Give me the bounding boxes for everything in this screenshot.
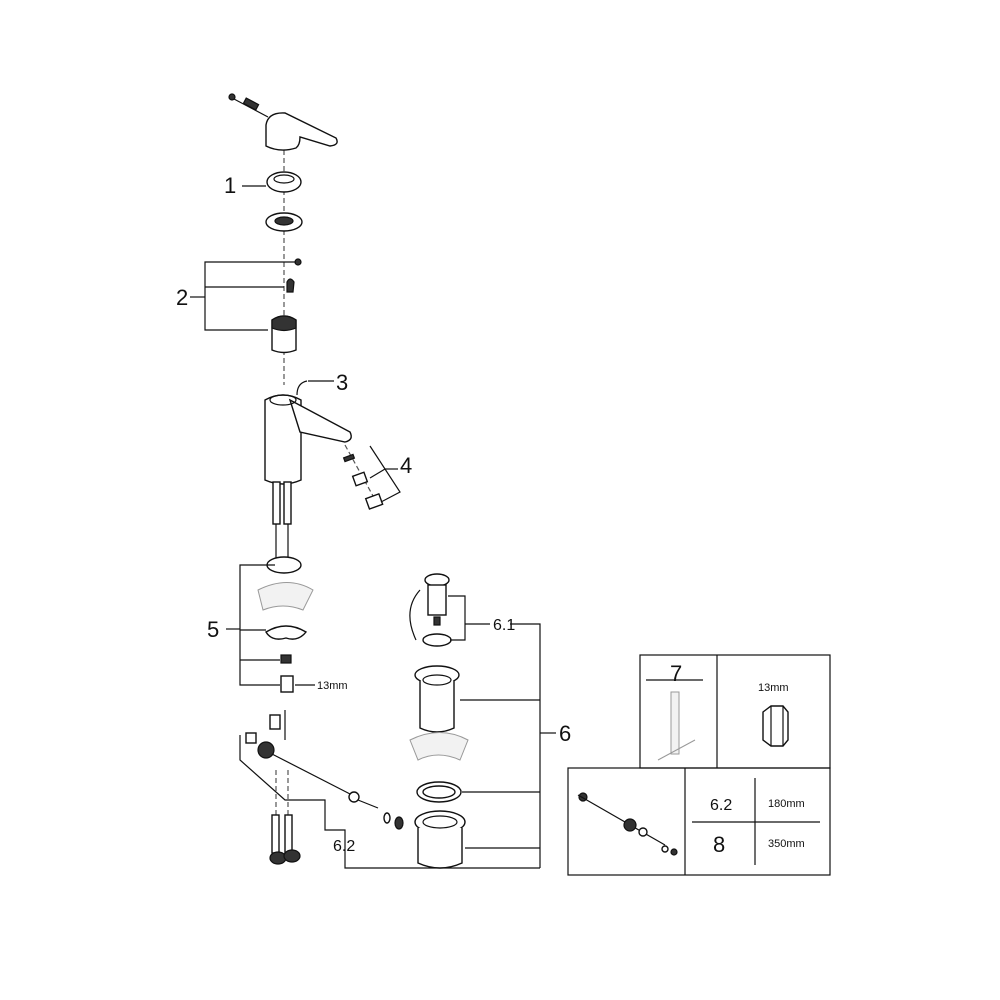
label-2: 2 bbox=[176, 285, 188, 310]
label-5: 5 bbox=[207, 617, 219, 642]
label-6-2: 6.2 bbox=[333, 838, 355, 855]
part-5-mounting-set: 5 13mm bbox=[207, 556, 348, 693]
tool-legend: 7 13mm 6.2 180mm 8 350mm bbox=[567, 654, 831, 876]
part-1-cap: 1 bbox=[224, 171, 302, 198]
legend-180mm: 180mm bbox=[768, 798, 805, 810]
socket-icon bbox=[762, 705, 789, 747]
faucet-body: 3 bbox=[264, 370, 352, 560]
t-wrench-icon bbox=[657, 691, 696, 761]
legend-8: 8 bbox=[713, 832, 725, 857]
lock-nut bbox=[265, 212, 303, 232]
legend-6-2: 6.2 bbox=[710, 797, 732, 814]
label-6: 6 bbox=[559, 721, 571, 746]
lift-rod-icon bbox=[577, 792, 678, 856]
part-2-cartridge: 2 bbox=[176, 258, 302, 354]
supply-hoses bbox=[269, 770, 301, 865]
label-1: 1 bbox=[224, 173, 236, 198]
label-13mm: 13mm bbox=[317, 680, 348, 692]
part-6-2-lift-rod: 6.2 bbox=[239, 710, 540, 869]
legend-13mm: 13mm bbox=[758, 682, 789, 694]
label-4: 4 bbox=[400, 453, 412, 478]
part-6-drain-assembly: 6.1 6 bbox=[409, 573, 571, 869]
lever-handle bbox=[228, 93, 338, 151]
legend-350mm: 350mm bbox=[768, 838, 805, 850]
legend-7: 7 bbox=[670, 661, 682, 686]
label-6-1: 6.1 bbox=[493, 617, 515, 634]
part-4-aerator: 4 bbox=[342, 444, 412, 510]
label-3: 3 bbox=[336, 370, 348, 395]
